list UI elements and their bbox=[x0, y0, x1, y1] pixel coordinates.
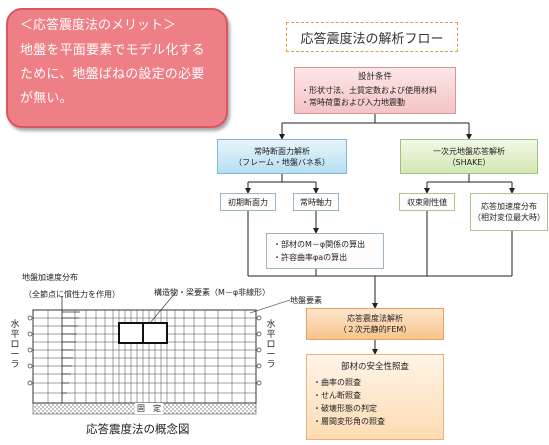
seismic-analysis-line2: （２次元静的FEM） bbox=[338, 325, 412, 334]
seismic-analysis-line1: 応答震度法解析 bbox=[347, 314, 403, 323]
response-accel-line2: （相対変位最大時） bbox=[473, 213, 545, 222]
safety-check-title: 部材の安全性照査 bbox=[340, 362, 409, 372]
accel-distribution bbox=[61, 296, 80, 403]
flow-title: 応答震度法の解析フロー bbox=[286, 22, 458, 52]
right-roller-label: 水平ローラ bbox=[266, 320, 276, 370]
safety-check-item-3: ・破壊形態の判定 bbox=[313, 404, 377, 413]
converged-stiffness-label: 収束剛性値 bbox=[407, 197, 447, 207]
static-analysis-box: 常時断面力解析 （フレーム・地盤バネ系） bbox=[217, 139, 347, 174]
static-axial-box: 常時軸力 bbox=[293, 193, 339, 211]
response-accel-line1: 応答加速度分布 bbox=[481, 202, 537, 211]
ground-response-line2: （SHAKE） bbox=[447, 157, 491, 167]
initial-force-label: 初期断面力 bbox=[228, 197, 268, 207]
fe-model bbox=[27, 291, 291, 415]
seismic-analysis-box: 応答震度法解析 （２次元静的FEM） bbox=[306, 308, 444, 340]
design-conditions-title: 設計条件 bbox=[357, 72, 392, 82]
ground-response-box: 一次元地盤応答解析 （SHAKE） bbox=[400, 139, 538, 174]
static-axial-label: 常時軸力 bbox=[300, 197, 332, 207]
accel-label-2: （全節点に慣性力を作用） bbox=[24, 290, 120, 299]
static-analysis-line2: （フレーム・地盤バネ系） bbox=[234, 157, 330, 167]
fixed-label: 固 定 bbox=[135, 403, 163, 414]
safety-check-item-2: ・せん断照査 bbox=[313, 391, 361, 400]
safety-check-item-1: ・曲率の照査 bbox=[313, 378, 361, 387]
static-analysis-line1: 常時断面力解析 bbox=[254, 146, 310, 156]
safety-check-box: 部材の安全性照査 ・曲率の照査 ・せん断照査 ・破壊形態の判定 ・層間変形角の照… bbox=[306, 354, 444, 440]
accel-label-1: 地盤加速度分布 bbox=[22, 273, 78, 282]
merit-callout: ＜応答震度法のメリット＞ 地盤を平面要素でモデル化するために、地盤ばねの設定の必… bbox=[6, 8, 228, 128]
left-roller-label: 水平ローラ bbox=[10, 320, 20, 370]
design-conditions-box: 設計条件 ・形状寸法、土質定数および使用材料 ・常時荷重および入力地震動 bbox=[294, 67, 456, 114]
initial-force-box: 初期断面力 bbox=[220, 193, 276, 211]
merit-body: 地盤を平面要素でモデル化するために、地盤ばねの設定の必要が無い。 bbox=[20, 43, 205, 106]
member-calc-box: ・部材のM－φ関係の算出 ・許容曲率φaの算出 bbox=[266, 233, 384, 269]
converged-stiffness-box: 収束剛性値 bbox=[399, 193, 455, 211]
response-accel-box: 応答加速度分布 （相対変位最大時） bbox=[470, 193, 548, 231]
structure-label: 構造物・梁要素（M－φ非線形） bbox=[154, 288, 271, 297]
ground-element-label: 地盤要素 bbox=[290, 296, 322, 305]
member-calc-item-2: ・許容曲率φaの算出 bbox=[273, 253, 348, 262]
merit-title: ＜応答震度法のメリット＞ bbox=[20, 18, 177, 33]
design-conditions-item-2: ・常時荷重および入力地震動 bbox=[301, 98, 405, 107]
ground-response-line1: 一次元地盤応答解析 bbox=[433, 146, 505, 156]
concept-title: 応答震度法の概念図 bbox=[86, 422, 190, 436]
design-conditions-item-1: ・形状寸法、土質定数および使用材料 bbox=[301, 86, 437, 95]
safety-check-item-4: ・層間変形角の照査 bbox=[313, 417, 385, 426]
member-calc-item-1: ・部材のM－φ関係の算出 bbox=[273, 240, 366, 249]
